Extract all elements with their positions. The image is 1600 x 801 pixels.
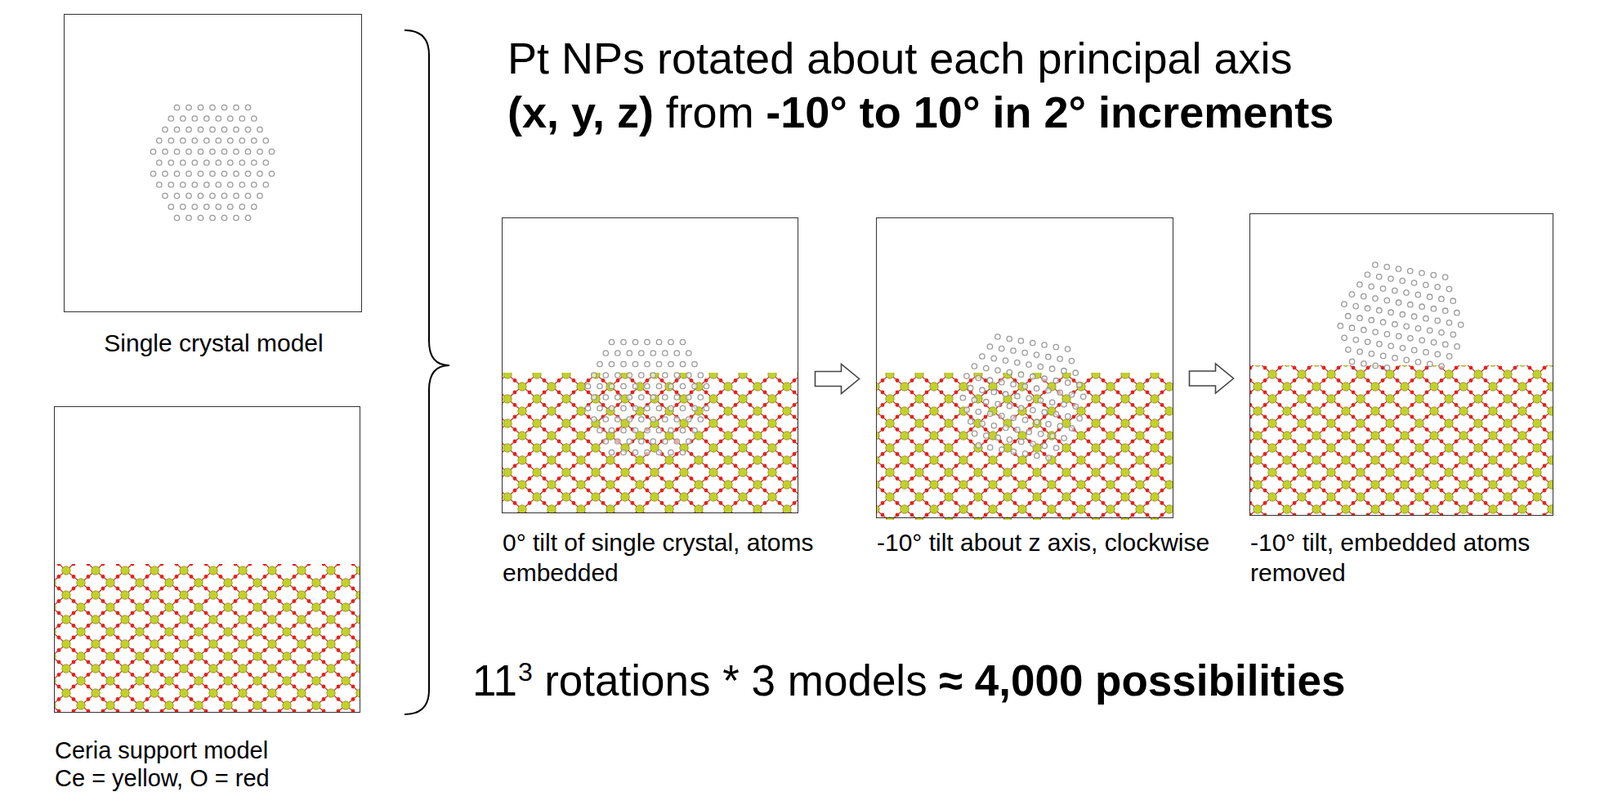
model-panel: -10° tilt about z axis, clockwise (875, 217, 1174, 519)
heading-text: -10° to 10° in 2° increments (765, 84, 1334, 139)
panel-caption: Ce = yellow, O = red (54, 764, 398, 792)
model-panel: Ceria support modelCe = yellow, O = red (53, 406, 361, 713)
model-panel: -10° tilt, embedded atoms removed (1249, 213, 1554, 516)
panel-caption-group: 0° tilt of single crystal, atoms embedde… (502, 527, 846, 588)
pt-cluster (585, 339, 709, 455)
text-line: (x, y, z)from-10° to 10° in 2° increment… (507, 84, 1346, 151)
panel-caption: -10° tilt about z axis, clockwise (876, 527, 1221, 558)
heading-text: (x, y, z) (507, 84, 654, 139)
model-panel: Single crystal model (63, 13, 363, 313)
pt-cluster (150, 104, 274, 220)
panel-caption-group: Ceria support modelCe = yellow, O = red (54, 736, 398, 792)
ceria-slab (54, 563, 360, 712)
panel-caption-group: -10° tilt, embedded atoms removed (1250, 527, 1537, 588)
curly-bracket (404, 30, 450, 715)
pt-cluster (960, 334, 1087, 461)
ceria-slab (502, 372, 798, 513)
panel-caption: Ceria support model (54, 736, 398, 765)
text-line: Pt NPs rotated about each principal axis (507, 31, 1305, 97)
panel-caption-group: Single crystal model (31, 327, 396, 358)
heading-text: Pt NPs rotated about each principal axis (507, 31, 1293, 85)
superscript: 3 (518, 653, 533, 690)
heading-text: ≈ 4,000 possibilities (938, 653, 1346, 708)
heading-text: 11 (472, 653, 518, 708)
block-arrow (1189, 363, 1234, 394)
pt-cluster (1337, 262, 1464, 371)
model-panel: 0° tilt of single crystal, atoms embedde… (501, 217, 799, 514)
panel-caption-group: -10° tilt about z axis, clockwise (876, 527, 1221, 558)
panel-caption: -10° tilt, embedded atoms removed (1250, 527, 1537, 588)
text-line: 113 rotations * 3 models≈ 4,000 possibili… (472, 653, 1358, 719)
panel-caption: 0° tilt of single crystal, atoms embedde… (502, 527, 846, 588)
panel-caption: Single crystal model (31, 327, 396, 358)
heading-text: from (665, 84, 755, 139)
ceria-slab (876, 372, 1173, 520)
block-arrow (815, 364, 860, 394)
ceria-slab (1250, 365, 1553, 515)
heading-text: rotations * 3 models (544, 653, 927, 708)
